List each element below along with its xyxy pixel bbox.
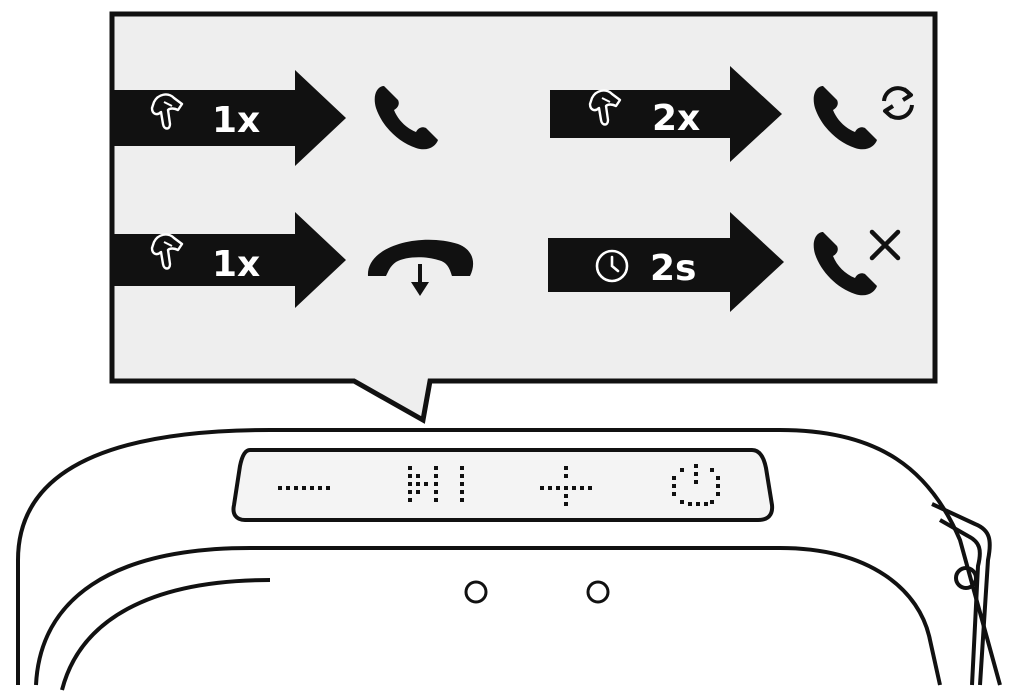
callout-panel	[109, 11, 938, 424]
minus-dots-icon[interactable]	[278, 486, 330, 490]
gesture-count-label: 1x	[212, 244, 260, 285]
speaker-side-strap-inner	[939, 518, 982, 686]
gesture-count-label: 1x	[212, 100, 260, 141]
gesture-arrow-hold-2s-reject: 2s	[548, 212, 784, 312]
gesture-arrow-tap-1x-answer: 1x	[112, 70, 346, 166]
speaker-outer-shell	[16, 428, 1002, 686]
speaker-inner-body	[34, 546, 942, 686]
phone-hangup-icon	[367, 239, 474, 296]
play-pause-dots-icon[interactable]	[408, 466, 464, 502]
led-indicator-right	[586, 580, 610, 604]
phone-reject-icon	[813, 229, 901, 296]
clock-icon	[595, 249, 629, 283]
plus-dots-icon[interactable]	[540, 466, 592, 506]
gesture-arrow-tap-1x-hangup: 1x	[112, 212, 346, 308]
gesture-count-label: 2x	[652, 98, 700, 139]
power-dots-icon[interactable]	[672, 464, 720, 506]
speaker-inner-face	[60, 578, 271, 691]
control-panel	[231, 448, 775, 522]
speaker-device	[16, 428, 1002, 691]
speaker-side-strap	[931, 502, 992, 686]
gesture-duration-label: 2s	[650, 248, 696, 289]
gesture-arrow-tap-2x-redial: 2x	[550, 66, 782, 162]
speaker-side-button	[954, 566, 978, 590]
led-indicator-left	[464, 580, 488, 604]
phone-redial-icon	[813, 86, 914, 150]
